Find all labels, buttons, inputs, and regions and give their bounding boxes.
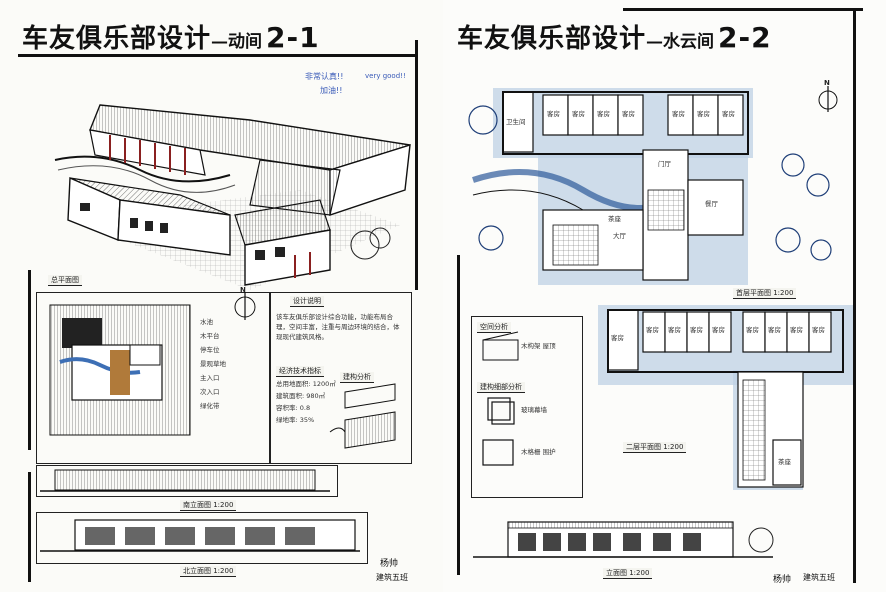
first-floor-plan: N	[468, 79, 838, 285]
analysis-note: 木格栅 围护	[521, 448, 556, 456]
legend-item: 停车位	[200, 346, 220, 354]
analysis-sketches	[482, 331, 519, 466]
analysis-1-label: 空间分析	[477, 322, 511, 333]
first-floor-label: 首层平面图 1:200	[733, 288, 797, 299]
comment-note: very good!!	[365, 72, 406, 80]
second-floor-plan	[598, 305, 853, 490]
room-label-2f: 客房	[812, 326, 825, 334]
elevation-1-label: 南立面图 1:200	[180, 500, 237, 511]
title-rule-top	[623, 8, 863, 11]
tech-data-item: 绿地率: 35%	[276, 416, 315, 424]
author-class: 建筑五班	[376, 573, 408, 582]
description-frame	[270, 292, 412, 464]
room-label-1f: 客房	[547, 110, 560, 118]
elevation-1	[40, 469, 330, 492]
site-plan-label: 总平面图	[48, 275, 82, 286]
room-label-2f: 客房	[668, 326, 681, 334]
svg-text:N: N	[240, 286, 246, 294]
comment-note: 非常认真!!	[305, 72, 344, 81]
axonometric-drawing	[54, 104, 411, 290]
analysis-sketch	[329, 383, 396, 449]
analysis-frame	[471, 316, 583, 498]
right-border	[853, 8, 856, 583]
room-label-1f: 客房	[672, 110, 685, 118]
design-description-label: 设计说明	[290, 296, 324, 307]
elevation-2-label: 北立面图 1:200	[180, 566, 237, 577]
legend-item: 景观草地	[200, 360, 226, 368]
legend-item: 木平台	[200, 332, 220, 340]
legend-item: 次入口	[200, 388, 220, 396]
tech-data-item: 建筑面积: 980㎡	[276, 392, 326, 400]
analysis-2-label: 建构细部分析	[477, 382, 525, 393]
author-name: 杨帅	[380, 559, 399, 569]
room-label-1f: 茶座	[608, 215, 621, 223]
analysis-note: 玻璃幕墙	[521, 406, 547, 414]
room-label-2f: 客房	[790, 326, 803, 334]
legend-item: 水池	[200, 318, 213, 326]
room-label-2f: 客房	[712, 326, 725, 334]
tech-data-item: 容积率: 0.8	[276, 404, 311, 412]
title-rule	[18, 54, 418, 57]
site-plan-frame	[36, 292, 270, 464]
legend-item: 绿化带	[200, 402, 220, 410]
room-label-1f: 客房	[622, 110, 635, 118]
left-border	[28, 270, 31, 450]
site-plan: N	[49, 286, 256, 436]
room-label-2f: 客房	[690, 326, 703, 334]
room-label-1f: 门厅	[658, 160, 671, 168]
analysis-label: 建构分析	[340, 372, 374, 383]
room-label-1f: 客房	[722, 110, 735, 118]
legend-item: 主入口	[200, 374, 220, 382]
room-label-1f: 大厅	[613, 232, 626, 240]
room-label-2f: 客房	[746, 326, 759, 334]
svg-text:N: N	[824, 79, 830, 87]
comment-note: 加油!!	[320, 86, 343, 95]
elevation-1-frame	[36, 465, 338, 497]
author-name: 杨帅	[773, 575, 792, 585]
room-label-2f: 茶座	[778, 458, 791, 466]
room-label-1f: 餐厅	[705, 200, 718, 208]
right-border	[415, 40, 418, 290]
right-elevation	[473, 521, 774, 558]
room-label-1f: 客房	[697, 110, 710, 118]
second-floor-label: 二层平面图 1:200	[623, 442, 687, 453]
room-label-1f: 客房	[597, 110, 610, 118]
elevation-label: 立面图 1:200	[603, 568, 653, 579]
analysis-note: 木构架 屋顶	[521, 342, 556, 350]
tech-data-label: 经济技术指标	[276, 366, 324, 377]
left-border-lower	[28, 472, 31, 582]
left-border	[457, 255, 460, 575]
room-label-2f: 客房	[646, 326, 659, 334]
elevation-2-frame	[36, 512, 368, 564]
tech-data-item: 总用地面积: 1200㎡	[276, 380, 336, 388]
design-description: 该车友俱乐部设计综合功能，功能布局合理，空间丰富，注重与周边环境的结合，体现现代…	[276, 313, 400, 341]
author-class: 建筑五班	[803, 573, 835, 582]
room-label-2f: 客房	[611, 334, 624, 342]
elevation-2	[40, 519, 360, 552]
room-label-2f: 客房	[768, 326, 781, 334]
room-label-1f: 卫生间	[506, 118, 526, 126]
room-label-1f: 客房	[572, 110, 585, 118]
